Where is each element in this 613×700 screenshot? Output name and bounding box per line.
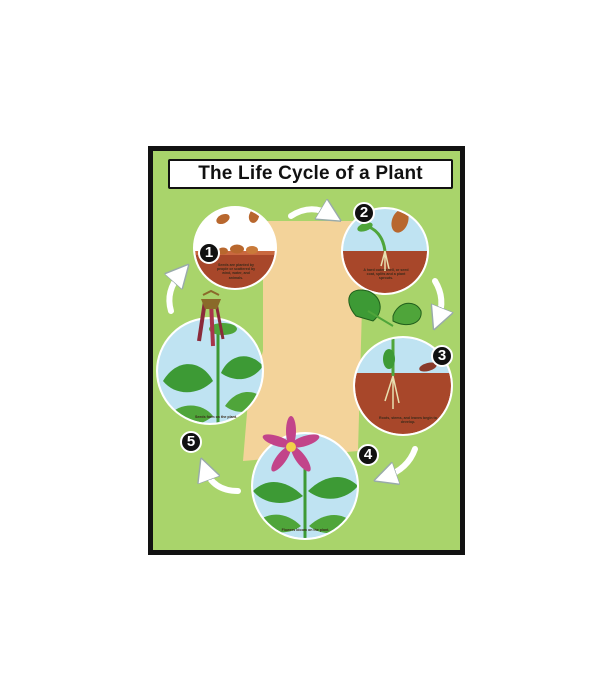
stage-2-caption: A hard outer shell, or seed coat, splits…: [363, 268, 409, 281]
stage-3-number-badge: 3: [431, 345, 453, 367]
poster-frame: The Life Cycle of a Plant 1 2 3 4 5 Seed…: [148, 146, 465, 555]
arrow-5-to-1: [169, 273, 181, 314]
seed-pods: [197, 289, 225, 347]
arrow-3-to-4: [385, 446, 418, 477]
center-path: [243, 221, 363, 461]
stage-4-number-badge: 4: [357, 444, 379, 466]
stage-1-number-badge: 1: [198, 242, 220, 264]
arrow-2-to-3: [435, 278, 441, 319]
cycle-arrows: [169, 209, 441, 494]
stage-3-caption: Roots, stems, and leaves begin to develo…: [379, 416, 437, 425]
stage-1-circle: [193, 206, 277, 290]
title-box: The Life Cycle of a Plant: [168, 159, 453, 189]
arrow-4-to-5: [205, 469, 241, 494]
stage-5-circle: [156, 289, 264, 425]
flower: [262, 416, 320, 472]
arrow-1-to-2: [288, 209, 331, 216]
poster-title: The Life Cycle of a Plant: [198, 163, 423, 184]
stage-4-caption: Flowers bloom on the plant.: [281, 528, 330, 532]
stage-5-caption: Seeds form on the plant.: [195, 415, 237, 419]
stage-1-caption: Seeds are planted by people or scattered…: [216, 263, 256, 280]
stage-2-number-badge: 2: [353, 202, 375, 224]
stage-5-number-badge: 5: [180, 431, 202, 453]
stage-3-circle: [348, 289, 453, 436]
life-cycle-illustration: [156, 151, 460, 540]
poster-panel: The Life Cycle of a Plant 1 2 3 4 5 Seed…: [153, 151, 460, 550]
